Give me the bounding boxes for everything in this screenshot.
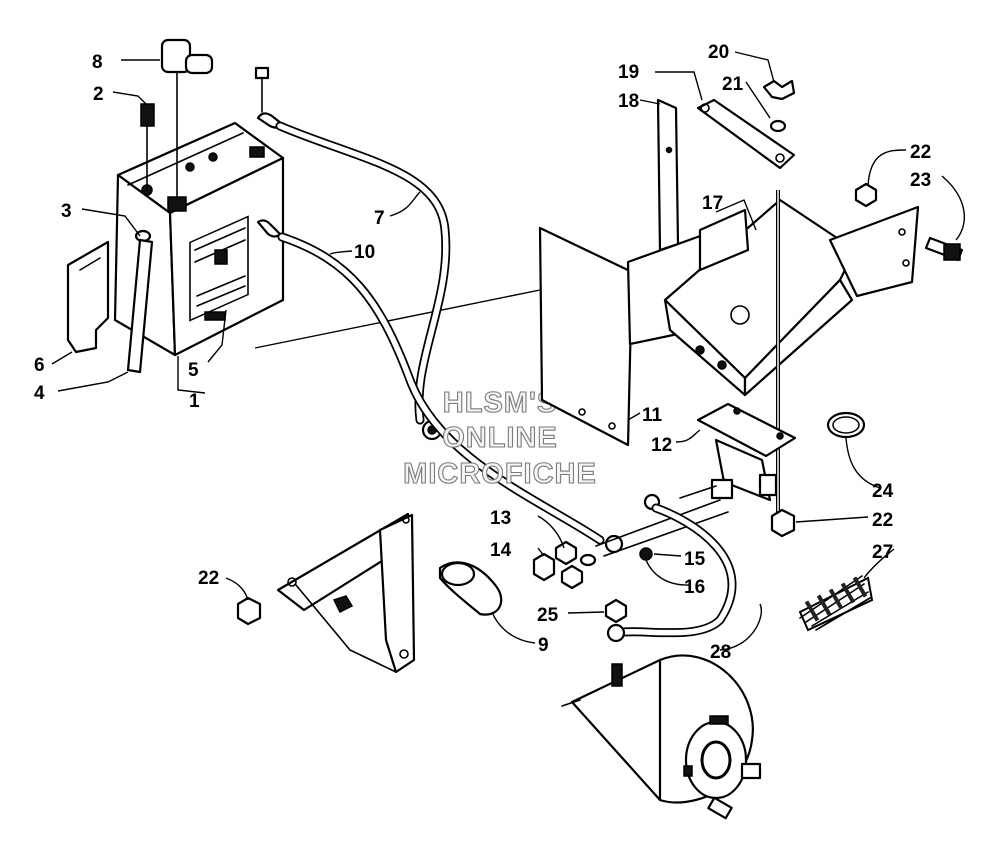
nut-16 — [639, 547, 653, 561]
wing-nut — [762, 79, 796, 101]
callout-2: 2 — [93, 84, 104, 105]
callout-1: 1 — [189, 391, 200, 412]
callout-24: 24 — [872, 481, 894, 502]
washer-15 — [579, 553, 597, 567]
callout-17: 17 — [702, 193, 723, 214]
starter-mount-bracket — [276, 512, 416, 674]
watermark-line-1: HLSM'S — [443, 387, 557, 419]
mounting-plate — [538, 224, 730, 447]
bolt-23 — [924, 236, 964, 262]
callout-5: 5 — [188, 360, 199, 381]
watermark: HLSM'S ONLINE MICROFICHE — [403, 386, 597, 490]
negative-cable — [256, 219, 624, 554]
vent-hose — [126, 229, 154, 374]
callout-22-left: 22 — [198, 568, 219, 589]
washer-21 — [769, 119, 787, 133]
callout-12: 12 — [651, 435, 672, 456]
starter-solenoid — [679, 438, 778, 502]
callout-9: 9 — [538, 635, 549, 656]
callout-7: 7 — [374, 208, 385, 229]
callout-labels: 8 2 3 6 4 5 1 7 10 11 12 17 19 18 20 21 … — [34, 42, 931, 663]
callout-10: 10 — [354, 242, 375, 263]
callout-20: 20 — [708, 42, 729, 63]
spring — [798, 575, 874, 632]
snap-ring — [826, 411, 866, 439]
callout-13: 13 — [490, 508, 511, 529]
hold-down-strap — [696, 98, 796, 170]
callout-6: 6 — [34, 355, 45, 376]
starter-motor — [561, 654, 762, 820]
lock-washer-14b — [560, 564, 584, 590]
callout-3: 3 — [61, 201, 72, 222]
nut-upper — [854, 182, 878, 208]
nut-left — [236, 596, 262, 626]
watermark-line-2: ONLINE — [442, 422, 558, 454]
terminal-cap — [160, 38, 214, 199]
callout-25: 25 — [537, 605, 559, 626]
nut-13 — [554, 540, 578, 566]
positive-cable — [254, 66, 451, 441]
callout-leaders — [51, 51, 966, 651]
hold-down-bracket — [656, 98, 680, 252]
terminal-bolt — [140, 103, 155, 191]
callout-11: 11 — [642, 405, 663, 426]
starter-cable — [606, 493, 737, 643]
nut-14 — [532, 552, 556, 582]
nut-lower — [770, 508, 796, 538]
callout-19: 19 — [618, 62, 639, 83]
battery-tray — [663, 198, 920, 397]
solenoid-bracket — [696, 402, 797, 458]
callout-16: 16 — [684, 577, 705, 598]
callout-8: 8 — [92, 52, 103, 73]
callout-23: 23 — [910, 170, 931, 191]
callout-4: 4 — [34, 383, 45, 404]
callout-22-lower: 22 — [872, 510, 893, 531]
callout-14: 14 — [490, 540, 512, 561]
battery-shield — [66, 240, 110, 354]
callout-28: 28 — [710, 642, 731, 663]
nut-25 — [604, 598, 628, 624]
terminal-boot — [438, 561, 503, 616]
callout-22-upper: 22 — [910, 142, 931, 163]
callout-18: 18 — [618, 91, 639, 112]
callout-21: 21 — [722, 74, 744, 95]
callout-27: 27 — [872, 542, 893, 563]
watermark-line-3: MICROFICHE — [403, 458, 597, 490]
callout-15: 15 — [684, 549, 706, 570]
